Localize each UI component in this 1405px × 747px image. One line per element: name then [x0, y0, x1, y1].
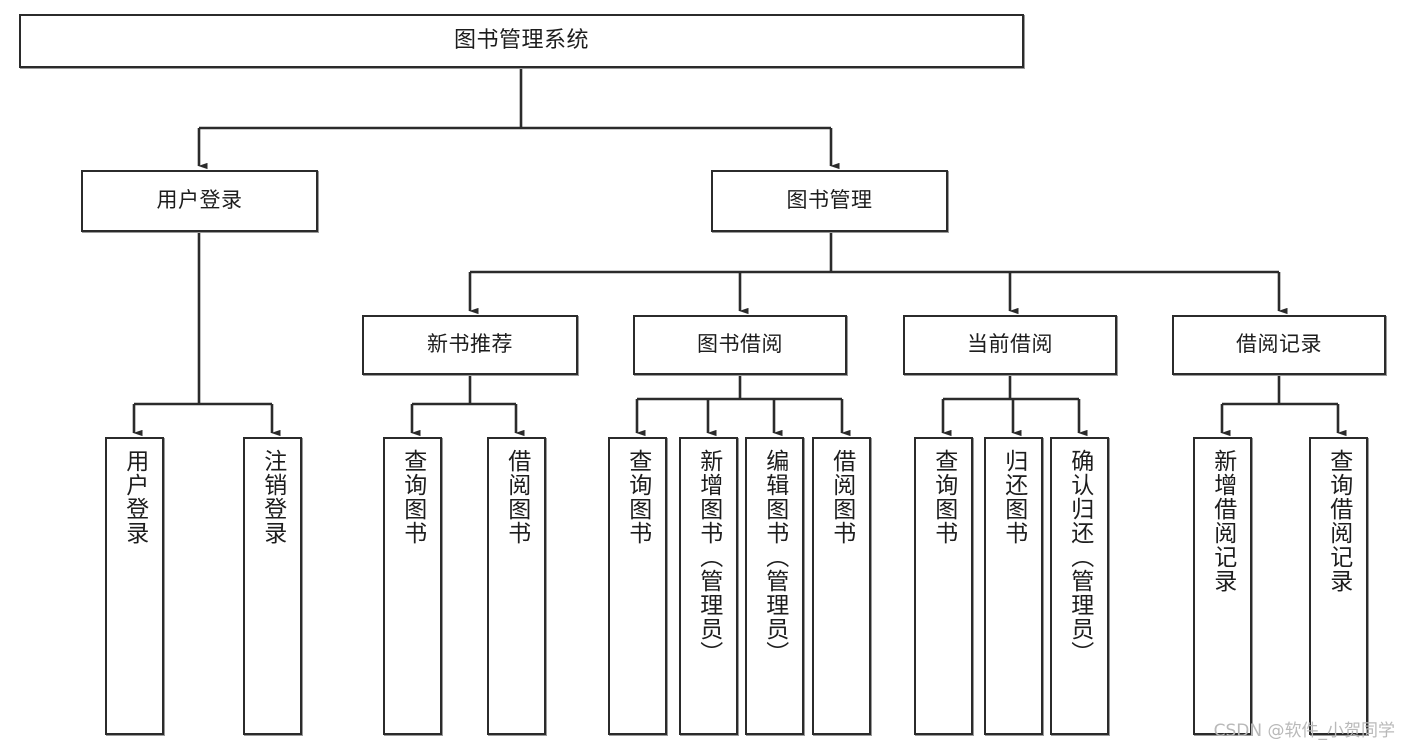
node-new-book-recommend[interactable]: 新书推荐	[362, 315, 578, 375]
node-label: 当前借阅	[967, 332, 1053, 357]
node-label: 新增图书（管理员）	[695, 449, 722, 665]
node-label: 新书推荐	[427, 332, 513, 357]
node-label: 确认归还（管理员）	[1066, 449, 1093, 665]
node-label: 借阅图书	[828, 449, 855, 545]
node-label: 借阅记录	[1236, 332, 1322, 357]
node-leaf-logout-login[interactable]: 注销登录	[243, 437, 302, 735]
node-label: 图书管理	[786, 188, 873, 213]
node-leaf-confirm-return[interactable]: 确认归还（管理员）	[1050, 437, 1109, 735]
node-leaf-borrow-book-borrow[interactable]: 借阅图书	[812, 437, 871, 735]
node-label: 用户登录	[121, 449, 148, 545]
node-leaf-query-book-current[interactable]: 查询图书	[914, 437, 973, 735]
node-leaf-query-borrow-record[interactable]: 查询借阅记录	[1309, 437, 1368, 735]
node-book-management[interactable]: 图书管理	[711, 170, 948, 232]
node-label: 用户登录	[156, 188, 243, 213]
csdn-watermark: CSDN @软件_小贺同学	[1213, 721, 1395, 741]
node-label: 查询图书	[930, 449, 957, 545]
node-root-book-management-system[interactable]: 图书管理系统	[19, 14, 1024, 68]
node-label: 借阅图书	[503, 449, 530, 545]
node-leaf-return-book[interactable]: 归还图书	[984, 437, 1043, 735]
node-user-login[interactable]: 用户登录	[81, 170, 318, 232]
node-leaf-add-borrow-record[interactable]: 新增借阅记录	[1193, 437, 1252, 735]
node-current-borrow[interactable]: 当前借阅	[903, 315, 1117, 375]
node-leaf-query-book-recommend[interactable]: 查询图书	[383, 437, 442, 735]
node-leaf-add-book[interactable]: 新增图书（管理员）	[679, 437, 738, 735]
node-leaf-query-book-borrow[interactable]: 查询图书	[608, 437, 667, 735]
node-label: 查询图书	[399, 449, 426, 545]
node-label: 编辑图书（管理员）	[761, 449, 788, 665]
node-label: 归还图书	[1000, 449, 1027, 545]
node-label: 查询图书	[624, 449, 651, 545]
node-book-borrow[interactable]: 图书借阅	[633, 315, 847, 375]
node-label: 图书借阅	[697, 332, 783, 357]
node-borrow-record[interactable]: 借阅记录	[1172, 315, 1386, 375]
node-leaf-user-login[interactable]: 用户登录	[105, 437, 164, 735]
node-leaf-borrow-book-recommend[interactable]: 借阅图书	[487, 437, 546, 735]
node-label: 新增借阅记录	[1209, 449, 1236, 593]
node-label: 查询借阅记录	[1325, 449, 1352, 593]
node-label: 图书管理系统	[453, 27, 589, 53]
node-leaf-edit-book[interactable]: 编辑图书（管理员）	[745, 437, 804, 735]
node-label: 注销登录	[259, 449, 286, 545]
